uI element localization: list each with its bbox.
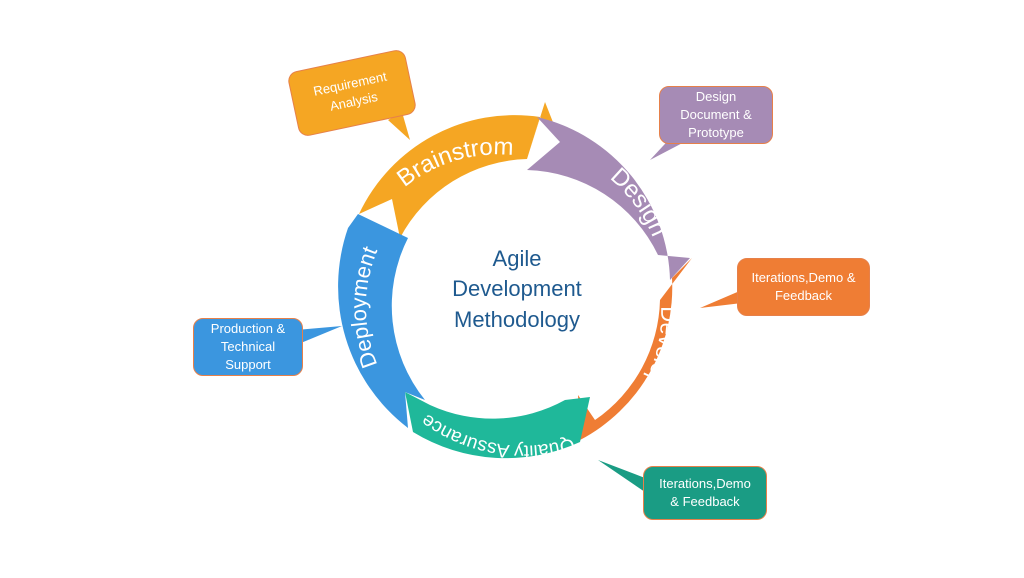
bubble-design-document: Design Document & Prototype [659, 86, 773, 144]
bubble-production-support: Production & Technical Support [193, 318, 303, 376]
segment-quality [405, 392, 590, 459]
pointer-quality [598, 460, 645, 492]
pointer-requirement [388, 112, 410, 140]
bubble-iterations-development: Iterations,Demo & Feedback [737, 258, 870, 316]
pointer-deployment [296, 326, 342, 345]
center-title-line-3: Methodology [454, 307, 580, 332]
pointer-development [700, 290, 742, 308]
center-title-line-1: Agile [493, 246, 542, 271]
segment-brainstrom [359, 115, 540, 238]
segment-development [578, 258, 692, 440]
segment-design [527, 117, 690, 280]
label-development: Development [610, 306, 681, 437]
bubble-iterations-quality: Iterations,Demo & Feedback [643, 466, 767, 520]
center-title-line-2: Development [452, 276, 582, 301]
segment-deployment [338, 214, 425, 428]
